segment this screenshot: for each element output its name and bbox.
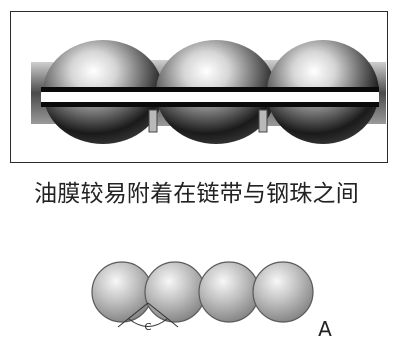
ball-chain-photo bbox=[31, 40, 386, 144]
ball bbox=[198, 261, 260, 323]
angle-line-left bbox=[117, 302, 149, 328]
band-hook bbox=[258, 109, 268, 133]
ball bbox=[91, 261, 153, 323]
photo-frame bbox=[10, 11, 388, 163]
caption-text: 油膜较易附着在链带与钢珠之间 bbox=[34, 181, 359, 207]
ball bbox=[144, 261, 206, 323]
band-hook bbox=[148, 109, 158, 133]
angle-arc bbox=[128, 318, 168, 327]
ball bbox=[252, 261, 314, 323]
angle-line-right bbox=[147, 302, 179, 328]
band-inner bbox=[41, 92, 379, 102]
point-label: A bbox=[318, 317, 332, 338]
angle-label: C bbox=[145, 322, 152, 333]
